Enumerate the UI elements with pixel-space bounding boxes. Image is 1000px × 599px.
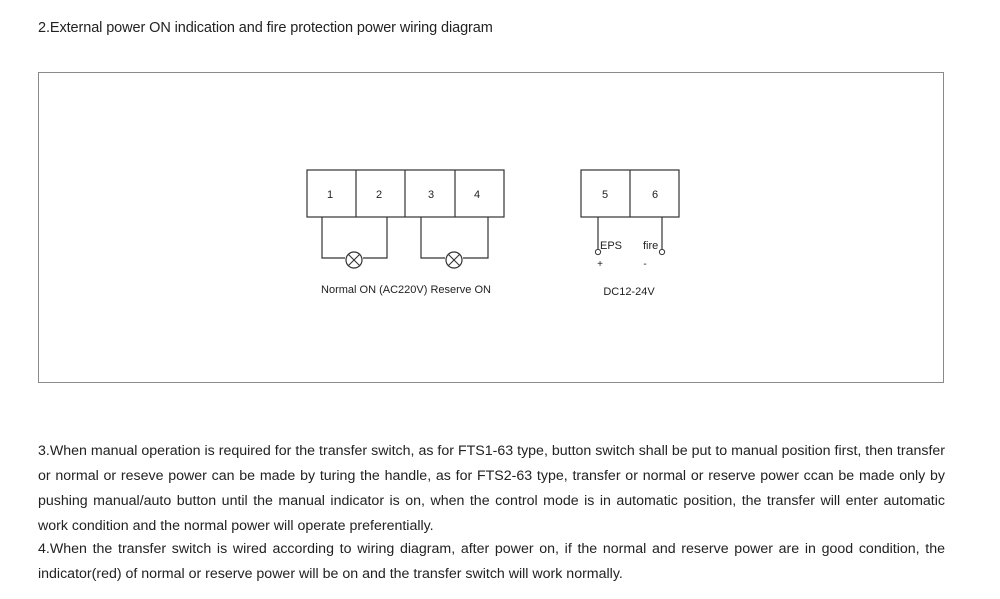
paragraph-manual-operation: 3.When manual operation is required for … bbox=[38, 443, 945, 534]
normal-on-lamp-circuit bbox=[321, 217, 388, 269]
terminal-3-label: 3 bbox=[428, 189, 434, 201]
reserve-on-lamp-circuit bbox=[420, 217, 489, 269]
terminal-4-label: 4 bbox=[474, 189, 480, 201]
section-heading: 2.External power ON indication and fire … bbox=[38, 20, 493, 36]
wiring-diagram-frame: 1 2 3 4 Normal ON (AC220V) Res bbox=[38, 72, 944, 383]
fire-label: fire bbox=[643, 240, 658, 252]
eps-label: EPS bbox=[600, 240, 622, 252]
terminal-6-label: 6 bbox=[652, 189, 658, 201]
paragraph-wiring-normal: 4.When the transfer switch is wired acco… bbox=[38, 541, 945, 582]
right-caption: DC12-24V bbox=[603, 286, 655, 298]
terminal-block-right: 5 6 bbox=[580, 169, 680, 218]
terminal-1-label: 1 bbox=[327, 189, 333, 201]
wiring-diagram: 1 2 3 4 Normal ON (AC220V) Res bbox=[306, 169, 680, 298]
left-caption: Normal ON (AC220V) Reserve ON bbox=[321, 284, 491, 296]
eps-lead bbox=[594, 217, 602, 256]
plus-label: + bbox=[597, 259, 603, 270]
fire-lead bbox=[658, 217, 666, 256]
lamp-icon bbox=[445, 251, 463, 269]
terminal-2-label: 2 bbox=[376, 189, 382, 201]
lamp-icon bbox=[345, 251, 363, 269]
minus-label: - bbox=[643, 259, 646, 270]
terminal-5-label: 5 bbox=[602, 189, 608, 201]
terminal-block-left: 1 2 3 4 bbox=[306, 169, 505, 218]
